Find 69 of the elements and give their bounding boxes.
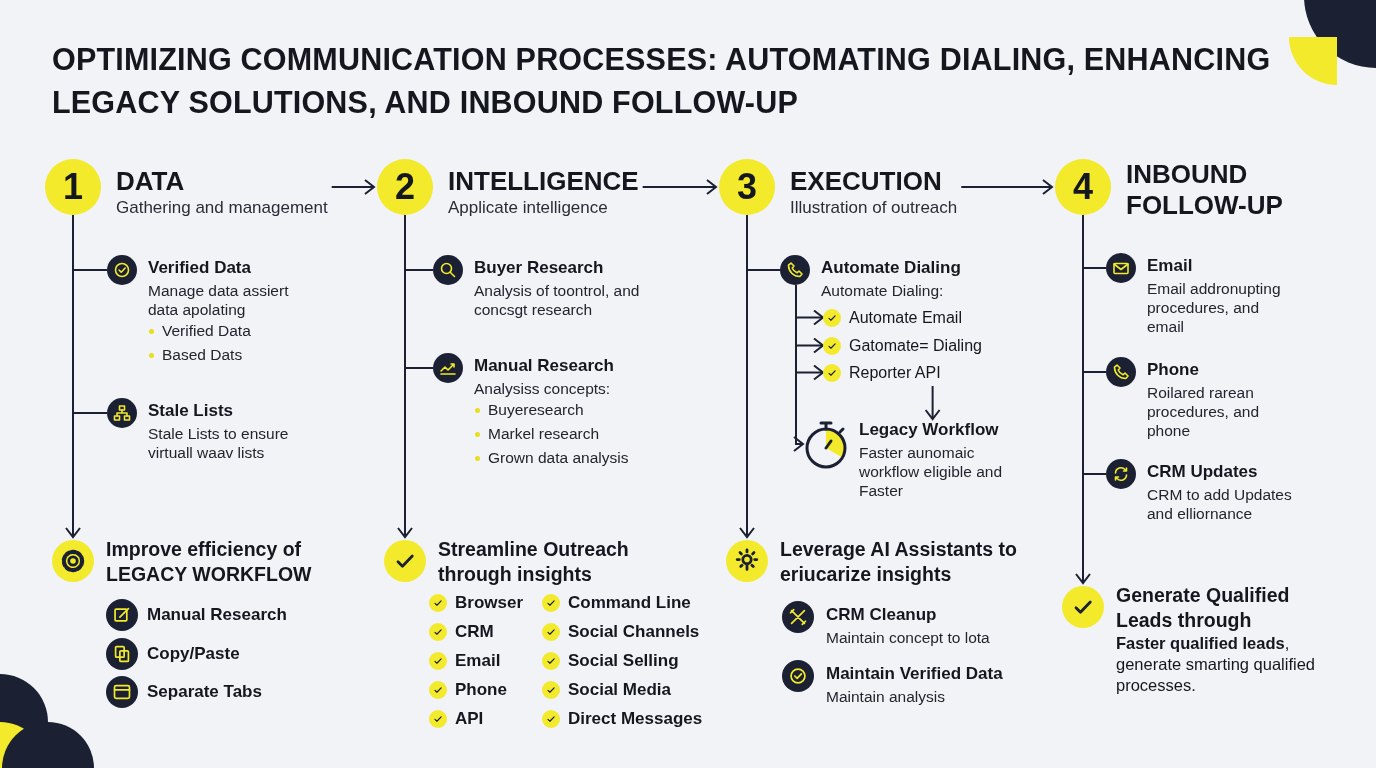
item-description: Stale Lists to ensure virtuall waav lists bbox=[148, 424, 290, 462]
connector-arrow bbox=[793, 284, 804, 452]
item-title: Legacy Workflow bbox=[859, 419, 1000, 440]
checklist-item: Social Selling bbox=[568, 651, 679, 671]
step-heading: EXECUTION bbox=[790, 166, 943, 197]
checklist-item: Email bbox=[455, 651, 501, 671]
checklist-item: Reporter API bbox=[849, 363, 941, 382]
bullet-item: Markel research bbox=[474, 422, 674, 446]
item-description: CRM to add Updates and elliornance bbox=[1147, 485, 1293, 523]
item-description: Maintain analysis bbox=[826, 687, 946, 706]
checklist-item: CRM bbox=[455, 622, 494, 642]
step-number: 2 bbox=[377, 159, 433, 215]
step-heading: INBOUND FOLLOW-UP bbox=[1126, 159, 1284, 221]
step-number: 4 bbox=[1055, 159, 1111, 215]
item-description: Email addronupting procedures, and email bbox=[1147, 279, 1282, 336]
checklist-item: Browser bbox=[455, 593, 524, 613]
connector-arrow bbox=[1075, 214, 1091, 584]
item-description: Automate Dialing: bbox=[821, 281, 945, 300]
step-number: 1 bbox=[45, 159, 101, 215]
outcome-heading: Leverage AI Assistants to eriucarize insights bbox=[780, 537, 1018, 587]
checklist-item: Command Line bbox=[568, 593, 691, 613]
connector-arrow bbox=[330, 179, 375, 195]
connector-arrow bbox=[924, 385, 941, 420]
item-title: Verified Data bbox=[148, 257, 252, 278]
checklist-item: Social Media bbox=[568, 680, 671, 700]
item-title: Buyer Research bbox=[474, 257, 605, 278]
checklist-item: API bbox=[455, 709, 484, 729]
step-subtitle: Gathering and management bbox=[116, 197, 328, 219]
step-subtitle: Illustration of outreach bbox=[790, 197, 958, 219]
bullet-item: Verified Data bbox=[148, 319, 318, 343]
item-description: Faster aunomaic workflow eligible and Faster bbox=[859, 443, 1004, 500]
item-title: Stale Lists bbox=[148, 400, 235, 421]
item-title: Phone bbox=[1147, 359, 1200, 380]
item-title: Maintain Verified Data bbox=[826, 663, 1004, 684]
connector-arrow bbox=[739, 214, 755, 538]
connector-arrow bbox=[65, 214, 81, 538]
connector-arrow bbox=[397, 214, 413, 538]
outcome-heading: Streamline Outreach through insights bbox=[438, 537, 630, 587]
item-title: CRM Updates bbox=[1147, 461, 1259, 482]
step-number: 3 bbox=[719, 159, 775, 215]
checklist-item: Direct Messages bbox=[568, 709, 703, 729]
item-description: Analysiss concepts: bbox=[474, 379, 612, 398]
connector-arrow bbox=[641, 179, 717, 195]
step-heading: DATA bbox=[116, 166, 186, 197]
bullet-item: Grown data analysis bbox=[474, 446, 674, 470]
item-title: Automate Dialing bbox=[821, 257, 962, 278]
outcome-description: Faster qualified leads, generate smarting qualified processes. bbox=[1116, 633, 1316, 696]
item-title: Manual Research bbox=[474, 355, 615, 376]
checklist-item: Social Channels bbox=[568, 622, 700, 642]
checklist-item: Gatomate= Dialing bbox=[849, 336, 982, 355]
bullet-item: Buyeresearch bbox=[474, 398, 674, 422]
bullet-item: Based Dats bbox=[148, 343, 318, 367]
item-title: Separate Tabs bbox=[147, 681, 262, 703]
checklist-item: Phone bbox=[455, 680, 507, 700]
item-description: Analysis of toontrol, and concsgt research bbox=[474, 281, 641, 319]
item-title: Copy/Paste bbox=[147, 643, 240, 665]
checklist-item: Automate Email bbox=[849, 308, 962, 327]
item-title: Manual Research bbox=[147, 604, 287, 626]
outcome-heading: Improve efficiency of LEGACY WORKFLOW bbox=[106, 537, 313, 587]
item-description: Maintain concept to lota bbox=[826, 628, 991, 647]
item-title: CRM Cleanup bbox=[826, 604, 938, 625]
step-subtitle: Applicate intelligence bbox=[448, 197, 609, 219]
page-title: OPTIMIZING COMMUNICATION PROCESSES: AUTOMATING DIALING, ENHANCING LEGACY SOLUTIONS, AND INBOUND FOLLOW-UP bbox=[52, 41, 1272, 121]
step-heading: INTELLIGENCE bbox=[448, 166, 639, 197]
item-description: Roilared rarean procedures, and phone bbox=[1147, 383, 1261, 440]
connector-arrow bbox=[960, 179, 1053, 195]
item-description: Manage data assiert data apolating bbox=[148, 281, 290, 319]
item-title: Email bbox=[1147, 255, 1194, 276]
outcome-heading: Generate Qualified Leads through bbox=[1116, 583, 1291, 633]
